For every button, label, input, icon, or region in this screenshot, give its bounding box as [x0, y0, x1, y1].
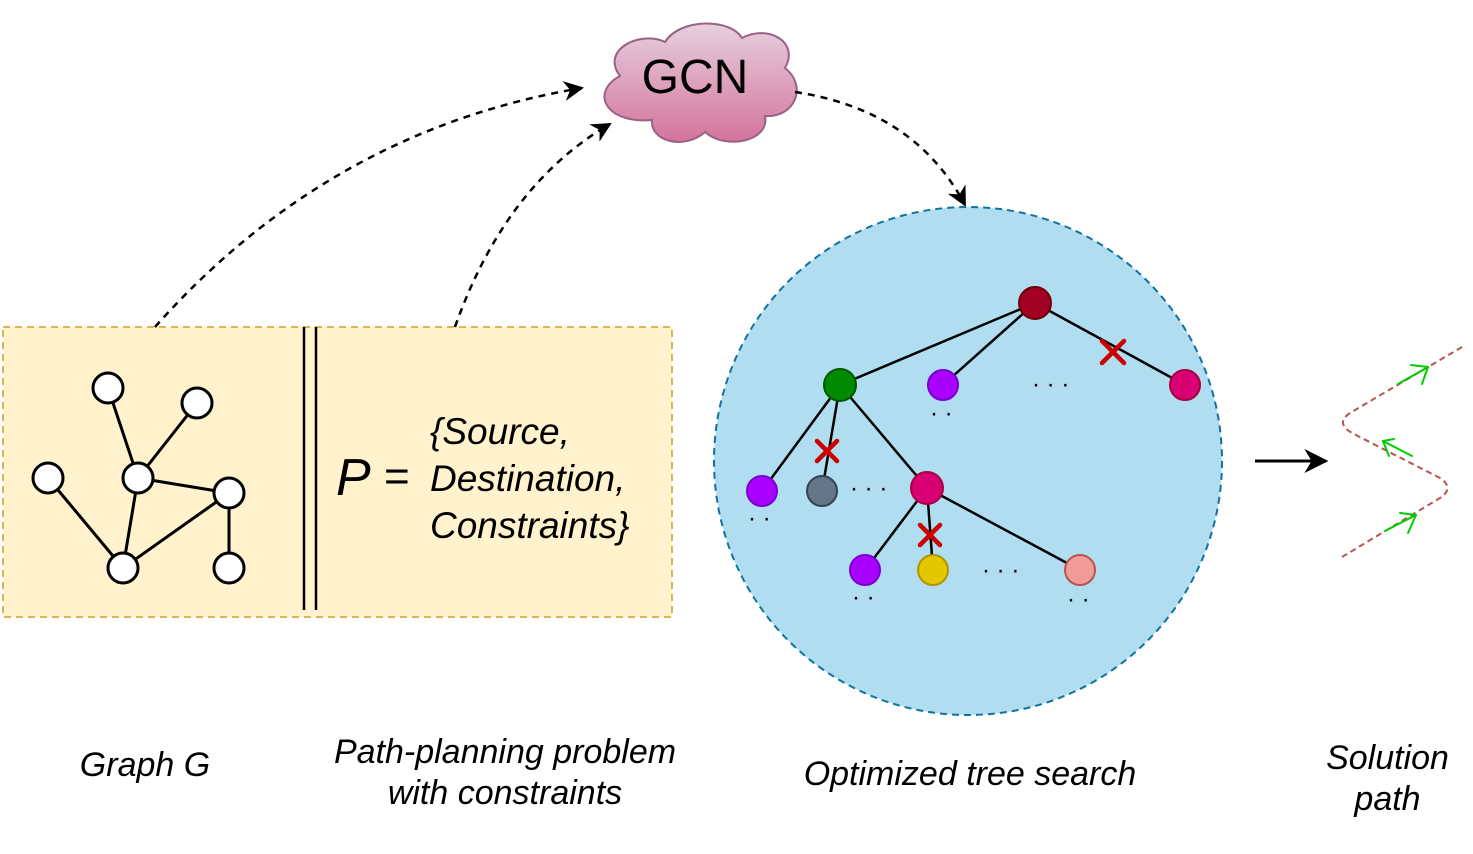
gcn-cloud — [603, 22, 798, 143]
cross-icon — [1099, 338, 1127, 366]
cross-icon — [917, 522, 943, 548]
tree-node — [1169, 369, 1201, 401]
tree-edge — [820, 384, 842, 492]
solution-path-line — [1341, 346, 1463, 558]
tree-node — [746, 475, 778, 507]
tree-search-circle — [713, 206, 1223, 716]
tree-node — [1064, 554, 1096, 586]
tree-edge — [926, 486, 1081, 572]
tree-node-selected — [823, 368, 857, 402]
graph-edge — [46, 477, 125, 569]
chevron-right-icon — [1384, 512, 1417, 534]
ellipsis: · · — [852, 584, 875, 611]
ellipsis: · · — [1067, 586, 1090, 613]
caption-solution: Solution path — [1326, 739, 1449, 819]
gcn-label: GCN — [641, 51, 749, 104]
caption-graph: Graph G — [79, 746, 211, 784]
tree-edge — [942, 302, 1036, 386]
ellipsis: · · · — [1032, 371, 1069, 398]
graph-edge — [122, 491, 230, 570]
graph-g — [31, 371, 246, 585]
tree-edge — [864, 487, 928, 571]
ellipsis: · · — [748, 505, 771, 532]
problem-constraints: Constraints} — [430, 505, 630, 546]
tree-node — [910, 471, 944, 505]
arrow-graph-to-gcn — [154, 81, 584, 328]
tree-nodes — [746, 286, 1201, 586]
tree-edge — [839, 384, 928, 489]
arrow-problem-to-gcn — [453, 122, 612, 328]
problem-source: {Source, — [430, 411, 570, 452]
tree-node-pruned — [806, 475, 838, 507]
graph-node — [121, 461, 155, 495]
tree-edges — [760, 301, 1186, 572]
ellipsis: · · · — [982, 557, 1019, 584]
tree-edge — [839, 301, 1036, 387]
arrow-gcn-to-tree — [794, 90, 967, 207]
tree-edge — [760, 384, 842, 492]
problem-equals: = — [384, 452, 410, 501]
graph-node — [91, 371, 125, 405]
ellipsis: · · — [930, 400, 953, 427]
pruned-markers — [814, 338, 1127, 548]
tree-edge — [1034, 301, 1186, 387]
tree-node-root — [1018, 286, 1052, 320]
tree-ellipses: · · · · · · · · · · · · · · · · · — [748, 371, 1090, 613]
graph-node — [212, 551, 246, 585]
tree-node-pruned — [917, 554, 949, 586]
tree-node — [849, 554, 881, 586]
caption-tree: Optimized tree search — [803, 755, 1137, 793]
problem-destination: Destination, — [430, 458, 626, 499]
cross-icon — [814, 438, 840, 464]
graph-node — [31, 461, 65, 495]
direction-arrows — [1382, 364, 1429, 534]
graph-node — [212, 476, 246, 510]
chevron-right-icon — [1397, 364, 1429, 385]
problem-definition: {Source, Destination, Constraints} — [430, 408, 630, 549]
chevron-left-icon — [1382, 438, 1413, 457]
graph-node — [106, 551, 140, 585]
tree-node — [927, 369, 959, 401]
graph-node — [180, 386, 214, 420]
problem-symbol: P — [336, 449, 371, 507]
caption-problem: Path-planning problem with constraints — [333, 733, 677, 813]
ellipsis: · · · — [850, 475, 887, 502]
